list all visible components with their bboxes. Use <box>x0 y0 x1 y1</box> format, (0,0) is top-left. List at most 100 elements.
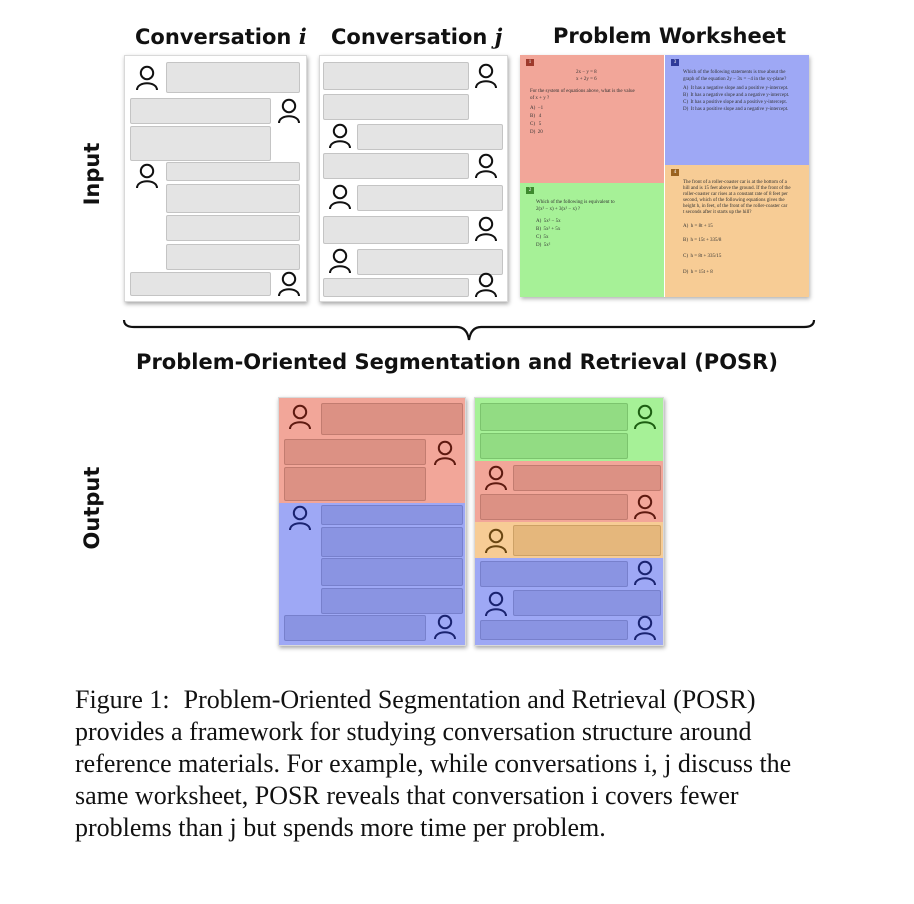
message-bubble <box>321 588 463 614</box>
message-bubble <box>323 94 469 120</box>
problem-2-choice: A) 5x² − 5x <box>536 219 561 224</box>
message-bubble <box>130 98 271 124</box>
conversation-i-var: i <box>298 24 307 49</box>
person-icon <box>288 505 312 531</box>
figure-caption-label: Figure 1: <box>75 685 170 714</box>
message-bubble <box>166 162 300 181</box>
person-icon <box>484 591 508 617</box>
person-icon <box>433 440 457 466</box>
message-bubble <box>480 403 628 431</box>
problem-3-choice: D) It has a positive slope and a negativ… <box>683 107 789 112</box>
problem-2-line: Which of the following is equivalent to <box>536 200 615 205</box>
conversation-j-panel <box>319 55 508 302</box>
message-bubble <box>130 272 271 296</box>
conversation-j-header: Conversation j <box>331 24 502 49</box>
problem-2-number: 2 <box>526 187 534 194</box>
output-row-label: Output <box>80 466 104 550</box>
posr-label: Problem-Oriented Segmentation and Retrie… <box>136 350 778 374</box>
message-bubble <box>480 561 628 587</box>
problem-1-line: For the system of equations above, what … <box>530 89 635 94</box>
person-icon <box>277 271 301 297</box>
problem-2-card: 2 Which of the following is equivalent t… <box>520 183 664 297</box>
problem-2-choice: D) 5x² <box>536 243 551 248</box>
conversation-j-var: j <box>494 24 503 49</box>
problem-1-choice: A) −1 <box>530 106 544 111</box>
problem-1-choice: D) 20 <box>530 130 543 135</box>
output-conversation-i-panel <box>278 397 466 646</box>
person-icon <box>633 615 657 641</box>
message-bubble <box>323 278 469 297</box>
problem-4-line: hill and is 15 feet above the ground. If… <box>683 186 791 191</box>
problem-4-choice: D) h = 15t + 8 <box>683 270 713 275</box>
problem-4-choice: A) h = 8t + 15 <box>683 224 713 229</box>
problem-1-line: of x + y ? <box>530 96 550 101</box>
problem-3-line: graph of the equation 2y − 3x = −4 in th… <box>683 77 787 82</box>
worksheet-panel: 1 2x − y = 8 x + 2y = 6 For the system o… <box>520 55 809 297</box>
message-bubble <box>323 153 469 179</box>
problem-4-line: second, which of the following equations… <box>683 198 785 203</box>
conversation-i-header-text: Conversation <box>135 25 292 49</box>
problem-1-line: x + 2y = 6 <box>576 77 597 82</box>
curly-brace <box>122 319 816 341</box>
person-icon <box>433 614 457 640</box>
person-icon <box>633 404 657 430</box>
person-icon <box>474 63 498 89</box>
message-bubble <box>166 62 300 93</box>
problem-2-choice: C) 5x <box>536 235 549 240</box>
problem-3-choice: A) It has a negative slope and a positiv… <box>683 86 789 91</box>
problem-3-card: 3 Which of the following statements is t… <box>665 55 809 165</box>
problem-4-card: 4 The front of a roller-coaster car is a… <box>665 165 809 297</box>
message-bubble <box>357 124 503 150</box>
message-bubble <box>166 215 300 241</box>
person-icon <box>484 528 508 554</box>
person-icon <box>328 184 352 210</box>
conversation-i-panel <box>124 55 307 302</box>
message-bubble <box>321 527 463 557</box>
message-bubble <box>513 465 661 491</box>
person-icon <box>135 163 159 189</box>
conversation-j-header-text: Conversation <box>331 25 488 49</box>
person-icon <box>328 248 352 274</box>
problem-4-choice: C) h = 8t + 335/15 <box>683 254 722 259</box>
message-bubble <box>166 184 300 213</box>
message-bubble <box>284 467 426 501</box>
message-bubble <box>323 216 469 244</box>
problem-4-line: t seconds after it starts up the hill? <box>683 210 752 215</box>
problem-1-card: 1 2x − y = 8 x + 2y = 6 For the system o… <box>520 55 664 183</box>
person-icon <box>328 123 352 149</box>
figure-caption: Figure 1:Problem-Oriented Segmentation a… <box>75 684 839 844</box>
problem-3-choice: C) It has a positive slope and a positiv… <box>683 100 788 105</box>
message-bubble <box>513 590 661 616</box>
message-bubble <box>284 615 426 641</box>
problem-3-choice: B) It has a negative slope and a negativ… <box>683 93 790 98</box>
problem-3-line: Which of the following statements is tru… <box>683 70 786 75</box>
problem-2-choice: B) 5x² + 5x <box>536 227 561 232</box>
input-row-label: Input <box>80 142 104 206</box>
message-bubble <box>321 558 463 586</box>
problem-1-choice: C) 5 <box>530 122 542 127</box>
output-conversation-j-panel <box>474 397 664 646</box>
person-icon <box>633 560 657 586</box>
person-icon <box>474 216 498 242</box>
problem-1-choice: B) 4 <box>530 114 542 119</box>
problem-4-choice: B) h = 15t + 335/8 <box>683 238 722 243</box>
message-bubble <box>323 62 469 90</box>
conversation-i-header: Conversation i <box>135 24 307 49</box>
person-icon <box>484 465 508 491</box>
message-bubble <box>357 185 503 211</box>
figure-caption-text: Problem-Oriented Segmentation and Retrie… <box>75 685 792 842</box>
person-icon <box>277 98 301 124</box>
problem-4-line: The front of a roller-coaster car is at … <box>683 180 787 185</box>
problem-4-line: height h, in feet, of the front of the r… <box>683 204 788 209</box>
message-bubble <box>130 126 271 161</box>
person-icon <box>135 65 159 91</box>
message-bubble <box>166 244 300 270</box>
problem-1-number: 1 <box>526 59 534 66</box>
person-icon <box>474 272 498 298</box>
worksheet-header: Problem Worksheet <box>553 24 786 48</box>
problem-1-line: 2x − y = 8 <box>576 70 597 75</box>
problem-4-line: roller-coaster car rises at a constant r… <box>683 192 788 197</box>
person-icon <box>633 494 657 520</box>
message-bubble <box>321 505 463 525</box>
problem-3-number: 3 <box>671 59 679 66</box>
